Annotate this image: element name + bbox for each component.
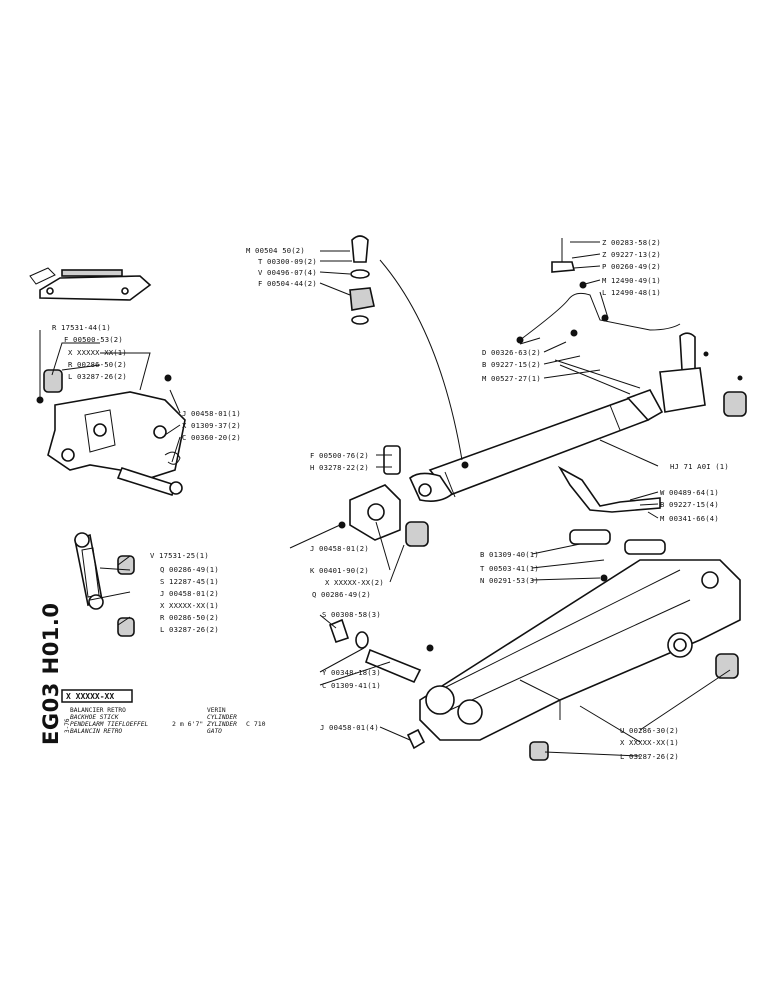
left-bracket-assembly [36,369,186,497]
label-b09227a: B 09227-15(2) [482,360,541,369]
label-z00283: Z 00283-58(2) [602,238,661,247]
label-b09227b: B 09227-15(4) [660,500,719,509]
grease-line-assembly [516,238,747,417]
sheet-code: EG03 H01.0 [39,602,63,745]
label-l03287a: L 03287-26(2) [68,372,127,381]
label-n00291: N 00291-53(3) [480,576,539,585]
label-m00527: M 00527-27(1) [482,374,541,383]
backhoe-stick [406,529,741,761]
title-fr: BALANCIER RETRO [70,707,126,714]
verin-de: ZYLINDER [206,721,237,728]
label-l12490: L 12490-48(1) [602,288,661,297]
label-q00286a: Q 00286-49(1) [160,565,219,574]
label-m12490: M 12490-49(1) [602,276,661,285]
label-r00286b: R 00286-50(2) [160,613,219,622]
top-pin-stack [349,235,375,325]
label-h03278: H 03278-22(2) [310,463,369,472]
label-j00458c: J 00458-01(2) [160,589,219,598]
label-j00458a: J 00458-01(1) [182,409,241,418]
label-s00308: S 00308-58(3) [322,610,381,619]
label-k00401: K 00401-90(2) [310,566,369,575]
verin-en: CYLINDER [207,714,237,721]
label-b01309: B 01309-40(1) [480,550,539,559]
label-l03287c: L 03287-26(2) [620,752,679,761]
verin-ref: C 710 [246,720,266,728]
verin-es: GATO [207,728,222,735]
title-es: BALANCIN RETRO [70,728,122,735]
label-q00286b: Q 00286-49(2) [312,590,371,599]
label-p00260: P 00260-49(2) [602,262,661,271]
label-hj71: HJ 71 A0I (1) [670,462,729,471]
part-labels: M 00504 50(2) T 00300-09(2) V 00496-07(4… [52,238,729,761]
verin-fr: VERIN [207,707,226,714]
overview-sketch [29,267,152,301]
label-z09227: Z 09227-13(2) [602,250,661,259]
size-text: 2 m 6'7" [172,720,203,728]
label-xc: X XXXXX-XX(1) [160,601,219,610]
ref-box-text: X XXXXX-XX [66,692,114,701]
label-t00503: T 00503-41(1) [480,564,539,573]
label-f00500a: F 00500-53(2) [64,335,123,344]
label-f00504: F 00504-44(2) [258,279,317,288]
label-y00348: Y 00348-18(3) [322,668,381,677]
label-r17531: R 17531-44(1) [52,323,111,332]
label-xb: X XXXXX-XX(2) [325,578,384,587]
label-t00300: T 00300-09(2) [258,257,317,266]
label-c01309: C 01309-41(1) [322,681,381,690]
clevis-assembly [338,445,429,547]
sheet-code-vertical: EG03 H01.0 3-76 [39,602,71,745]
title-de: PENDELARM TIEFLOEFFEL [70,721,149,728]
label-j00458b: J 00458-01(2) [310,544,369,553]
label-d00326: D 00326-63(2) [482,348,541,357]
pin-spacer-assembly [328,618,434,684]
sheet-date: 3-76 [64,718,71,733]
label-m00504: M 00504 50(2) [246,246,305,255]
label-j00458d: J 00458-01(4) [320,723,379,732]
hydraulic-cylinder [409,359,664,513]
label-xd: X XXXXX-XX(1) [620,738,679,747]
label-s12287: S 12287-45(1) [160,577,219,586]
label-x01309: X 01309-37(2) [182,421,241,430]
label-l03287b: L 03287-26(2) [160,625,219,634]
leader-lines [39,241,731,757]
label-r00286a: R 00286-50(2) [68,360,127,369]
label-v00496: V 00496-07(4) [258,268,317,277]
label-c00360: C 00360-20(2) [182,433,241,442]
title-block: X XXXXX-XX BALANCIER RETRO BACKHOE STICK… [61,689,266,735]
label-xa: X XXXXX-XX(1) [68,348,127,357]
label-u00286: U 00286-30(2) [620,726,679,735]
label-f00500b: F 00500-76(2) [310,451,369,460]
label-m00341: M 00341-66(4) [660,514,719,523]
label-v17531: V 17531-25(1) [150,551,209,560]
title-en: BACKHOE STICK [70,714,120,721]
label-w00489: W 00489-64(1) [660,488,719,497]
